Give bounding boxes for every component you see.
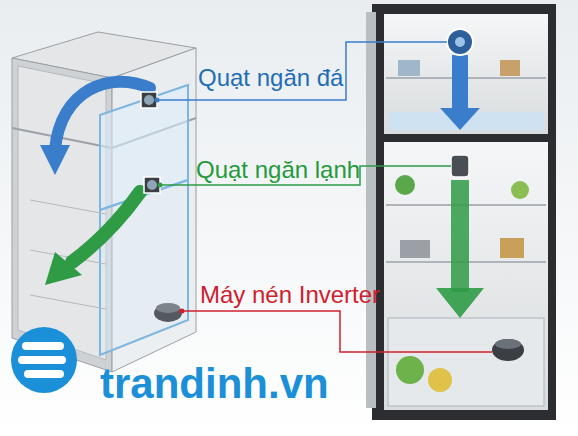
part-label: Quạt ngăn lạnh bbox=[196, 156, 360, 184]
part-label: Quạt ngăn đá bbox=[198, 64, 343, 92]
fridge-cutaway bbox=[12, 32, 196, 372]
leader-line bbox=[157, 42, 447, 100]
part-label: Máy nén Inverter bbox=[200, 281, 380, 309]
logo-symbol bbox=[11, 327, 77, 393]
watermark: trandinh.vn bbox=[100, 360, 329, 408]
leader-line bbox=[182, 311, 492, 352]
fridge-photo bbox=[366, 4, 556, 420]
